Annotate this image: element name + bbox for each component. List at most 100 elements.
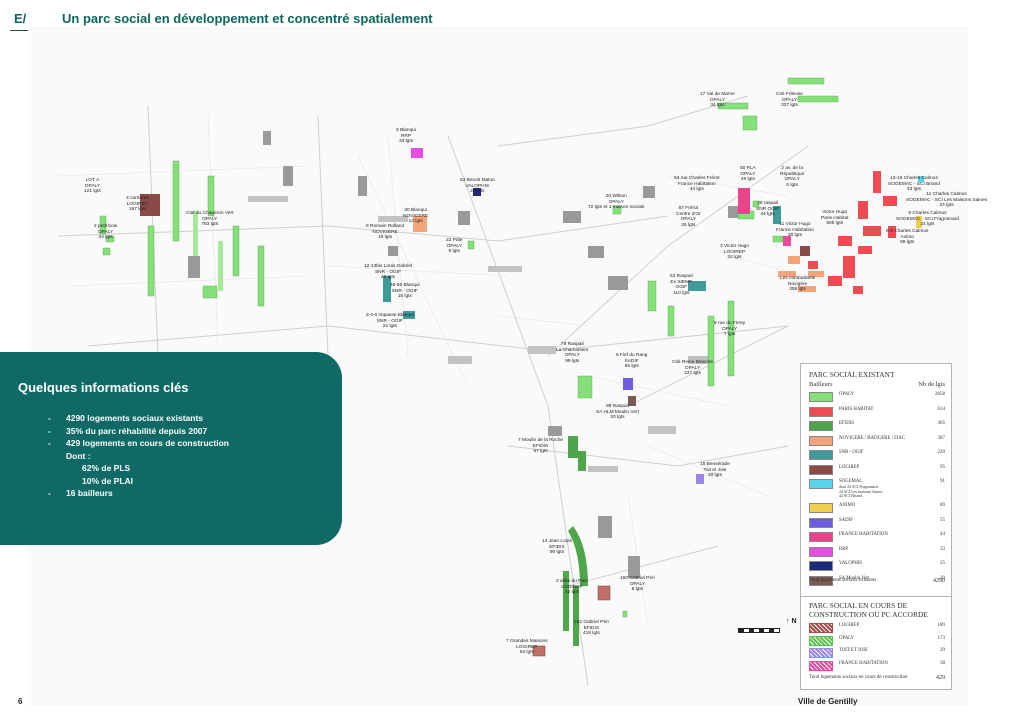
- map-label: 11 Charles Calmus SOGEMAC - SCI Les Mais…: [906, 192, 988, 208]
- legend-name: NOVIGERE / BATIGERE / FIAC: [839, 435, 906, 441]
- legend-value: 38: [940, 660, 945, 666]
- legend-swatch: [809, 450, 833, 460]
- legend-row: TOIT ET JOIE 29: [809, 646, 949, 658]
- key-info-item: -16 bailleurs: [48, 488, 113, 498]
- map-label: 2 petit bois OPALY 34 lgts: [94, 224, 118, 240]
- map-label: 13-15 Charles Calmus SOGEMAC - SCI Brian…: [888, 176, 940, 192]
- key-info-item: -4290 logements sociaux existants: [48, 413, 204, 423]
- north-arrow-icon: ↑ N: [786, 618, 797, 625]
- map-label: 7 Moulin de la Roche EFIDIS 57 lgts: [518, 438, 564, 454]
- legend-value: 173: [937, 635, 946, 641]
- legend-swatch: [809, 435, 833, 446]
- section-number: E/: [14, 11, 27, 26]
- map-label: 15 Bensérade Toit et Joie 29 lgts: [700, 462, 730, 478]
- legend-col-nb: Nb de lgts: [918, 381, 945, 388]
- legend-swatch: [809, 546, 833, 557]
- key-info-list: -4290 logements sociaux existants -35% d…: [48, 412, 229, 500]
- map-label: 14 Jean Louis EFIDIS 90 lgts: [542, 539, 572, 555]
- map-label: 12-13bis Louis Gabriel SNR - OGIF 20 lgt…: [364, 264, 412, 280]
- map-label: Cité Reine Blanche OPALY 437 lgts: [672, 360, 714, 376]
- map-label: 2-4-6 impasse Blanqui SNR - OGIF 21 lgts: [366, 313, 414, 329]
- map-label: LOT A OPALY 121 lgts: [84, 178, 101, 194]
- legend-swatch: [809, 623, 833, 633]
- legend-existing-title: PARC SOCIAL EXISTANT: [809, 370, 895, 379]
- map-label: 50 PLA OPALY 48 lgts: [740, 166, 756, 182]
- map-label: 3 Victor Hugo LOGIREP 22 lgts: [720, 244, 749, 260]
- map-label: 57 Frérot Centre d'Or OPALY 26 lgts: [676, 206, 701, 228]
- legend-note: dont 24 SCI Fragonnard 24 SCI Les maison…: [839, 484, 883, 499]
- legend-row: EFIDIS 365: [809, 419, 949, 434]
- map-label: 28 raspail SNR OGIF 44 lgts: [756, 201, 780, 217]
- map-label: 17 Val de Marne OPALY 34 lgts: [700, 92, 735, 108]
- map-label: 53 Benoit Malon VALOPHIS 25 lgts: [460, 178, 495, 194]
- map-label: 11 Victor Hugo France Habitation 38 lgts: [776, 222, 814, 238]
- legend-row: LOGIREP 189: [809, 621, 949, 633]
- key-info-box: Quelques informations clés -4290 logemen…: [0, 352, 342, 545]
- legend-construction: PARC SOCIAL EN COURS DE CONSTRUCTION OU …: [800, 596, 952, 690]
- legend-name: LOGIREP: [839, 623, 860, 628]
- legend-existing: PARC SOCIAL EXISTANT Bailleurs Nb de lgt…: [800, 363, 952, 597]
- legend-name: PARIS HABITAT: [839, 406, 874, 412]
- legend-swatch: [809, 421, 833, 431]
- map-label: 89 Raspail SA HLM Moulin Vert 20 lgts: [596, 404, 639, 420]
- legend-swatch: [809, 532, 833, 542]
- legend-name: TOIT ET JOIE: [839, 648, 868, 653]
- page-title: Un parc social en développement et conce…: [62, 11, 433, 26]
- legend-name: OPALY: [839, 392, 855, 397]
- key-info-sub-item: 62% de PLS: [82, 463, 131, 473]
- legend-name: LOGIREP: [839, 464, 860, 470]
- legend-swatch: [809, 648, 833, 658]
- legend-value: 220: [937, 450, 946, 455]
- legend-value: 365: [937, 421, 946, 426]
- legend-value: 189: [937, 623, 946, 628]
- legend-name: FRANCE HABITATION: [839, 532, 888, 537]
- legend-value: 33: [940, 546, 945, 552]
- map-label: 3 allée du Parc LOGIREP 42 lgts: [556, 579, 588, 595]
- map-label: 63 Raspail Ex SIEMP OGIF 110 lgts: [670, 274, 693, 296]
- legend-swatch: [809, 464, 833, 475]
- map-label: Cité Frileuse OPALY 327 lgts: [776, 92, 803, 108]
- legend-name: EFIDIS: [839, 421, 854, 426]
- legend-swatch: [809, 503, 833, 513]
- map-label: Les combattants Novigère 359 lgts: [780, 276, 816, 292]
- legend-swatch: [809, 392, 833, 402]
- map-label: 2 av. de la République OPALY 6 lgts: [780, 166, 805, 188]
- legend-swatch: [809, 561, 833, 571]
- legend-swatch: [809, 406, 833, 417]
- legend-value: 25: [940, 561, 945, 566]
- legend-construction-total: Total logements sociaux en cours de cons…: [809, 675, 945, 681]
- legend-value: 20: [940, 575, 945, 581]
- city-name: Ville de Gentilly: [798, 697, 858, 706]
- legend-name: SOGEMAC: [839, 479, 863, 484]
- map-label: 8 rue du Ferey OPALY 7 lgts: [714, 321, 746, 337]
- map-label: 3 carrières LOGIREP 167 lgts: [126, 196, 149, 212]
- page-number: 6: [18, 697, 23, 706]
- legend-swatch: [809, 575, 833, 586]
- map-label: 22 Pate OPALY 8 lgts: [446, 238, 463, 254]
- legend-value: 91: [940, 479, 945, 484]
- legend-row: OPALY 2058: [809, 390, 949, 405]
- scale-bar: [738, 628, 780, 633]
- legend-value: 634: [937, 406, 946, 412]
- legend-value: 55: [940, 517, 945, 523]
- legend-swatch: [809, 635, 833, 646]
- map-label: 78 Raspail La Chamoisere OPALY 99 lgts: [556, 342, 589, 364]
- legend-col-bailleurs: Bailleurs: [809, 381, 833, 388]
- map-label: 20 Wilson OPALY 72 lgts et 1 maison soci…: [588, 194, 645, 210]
- legend-swatch: [809, 479, 833, 489]
- legend-name: AXIMO: [839, 503, 856, 508]
- legend-value: 2058: [935, 392, 945, 397]
- legend-construction-title: PARC SOCIAL EN COURS DE CONSTRUCTION OU …: [809, 601, 928, 619]
- legend-value: 29: [940, 648, 945, 653]
- map-labels: LOT A OPALY 121 lgts 2 petit bois OPALY …: [28, 26, 987, 706]
- map-label: 8 Romain Rolland NOVIGERE 16 lgts: [366, 224, 405, 240]
